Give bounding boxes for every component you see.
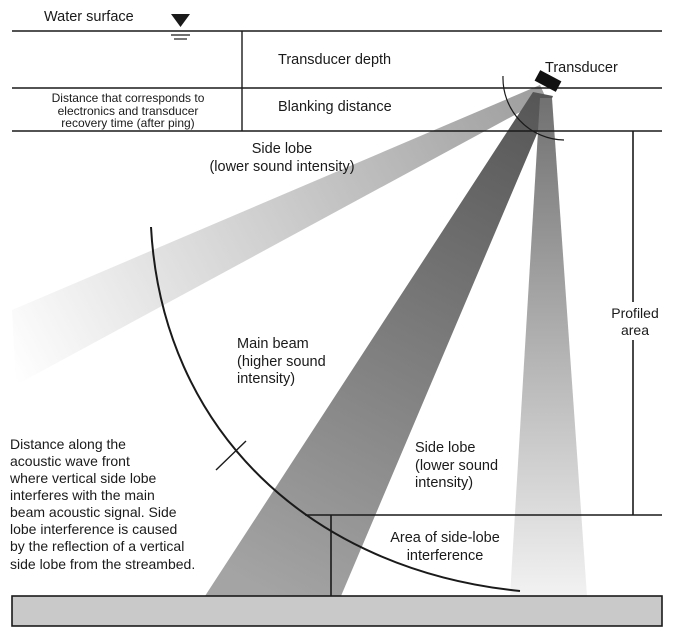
blanking-distance-label: Blanking distance [278,99,392,115]
main-beam [205,92,553,596]
acoustic-wave-front [150,226,521,592]
vertical-side-lobe-beam [510,98,587,596]
wavefront-note: Distance along the acoustic wave front w… [10,436,196,572]
main-beam-label: Main beam (higher sound intensity) [237,336,326,388]
transducer-icon [502,70,565,141]
water-level-icon [171,14,190,40]
upper-side-lobe-beam [12,85,546,385]
profiled-area-label: Profiled area [611,305,659,339]
transducer-label: Transducer [545,60,618,76]
transducer-depth-label: Transducer depth [278,52,392,68]
upper-side-lobe-label: Side lobe (lower sound intensity) [209,141,355,175]
vertical-side-lobe-label: Side lobe (lower sound intensity) [415,440,499,492]
wavefront-leader-line [215,440,247,471]
streambed [11,595,663,627]
interference-area-label: Area of side-lobe interference [390,530,500,564]
recovery-distance-label: Distance that corresponds to electronics… [51,91,205,131]
water-surface-label: Water surface [44,9,134,25]
